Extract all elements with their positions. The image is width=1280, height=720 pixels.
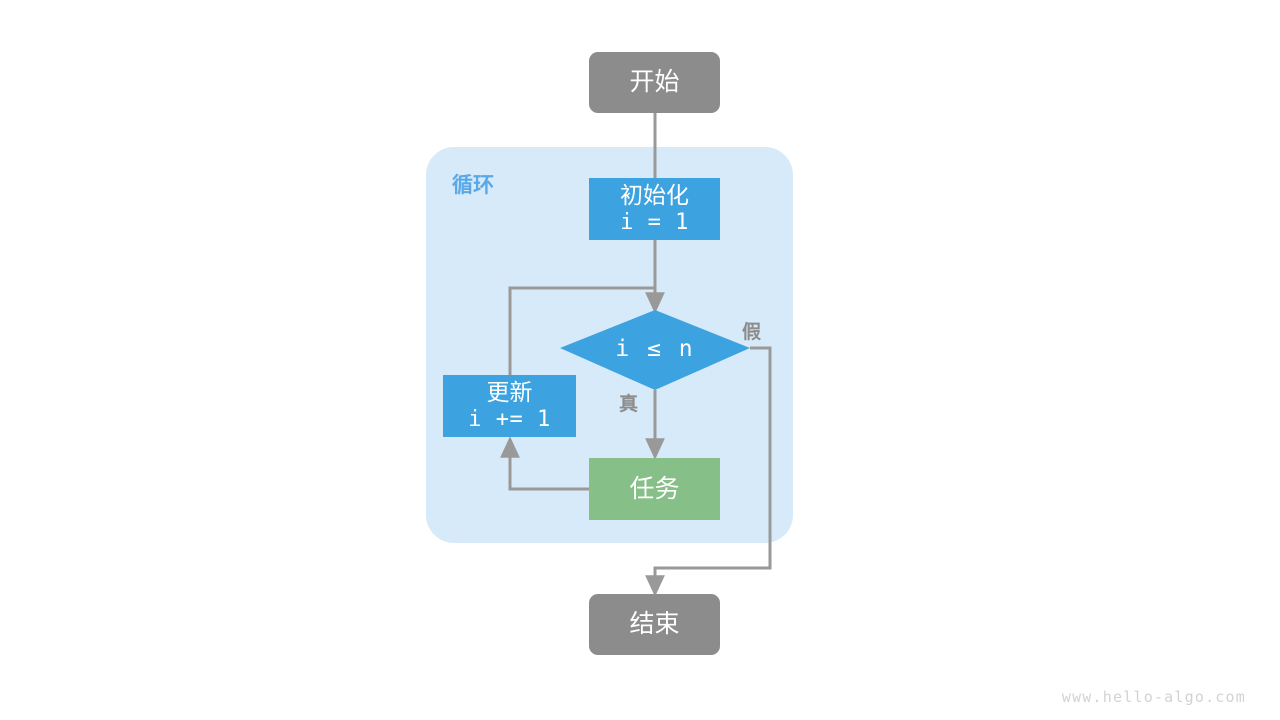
node-initialize-label: 初始化 [620, 182, 689, 209]
edge-update-to-decision [508, 286, 655, 375]
node-decision-label: i ≤ n [615, 336, 695, 362]
node-start-label: 开始 [629, 67, 680, 97]
edge-label-false: 假 [742, 321, 762, 343]
node-initialize-expression: i = 1 [620, 209, 689, 235]
node-update-expression: i += 1 [468, 406, 551, 432]
node-end[interactable]: 结束 [589, 594, 720, 655]
node-task[interactable]: 任务 [589, 458, 720, 520]
decision-diamond [560, 310, 750, 390]
node-task-label: 任务 [629, 473, 680, 503]
edge-task-to-update [500, 436, 589, 491]
loop-group-label: 循环 [452, 173, 494, 197]
edge-decision-false-to-end [645, 346, 772, 597]
watermark: www.hello-algo.com [1061, 688, 1246, 706]
node-initialize[interactable]: 初始化 i = 1 [589, 178, 720, 240]
node-end-label: 结束 [629, 609, 680, 639]
node-start[interactable]: 开始 [589, 52, 720, 113]
node-update-label: 更新 [486, 379, 533, 406]
node-update[interactable]: 更新 i += 1 [443, 375, 576, 437]
edge-label-true: 真 [619, 393, 639, 415]
